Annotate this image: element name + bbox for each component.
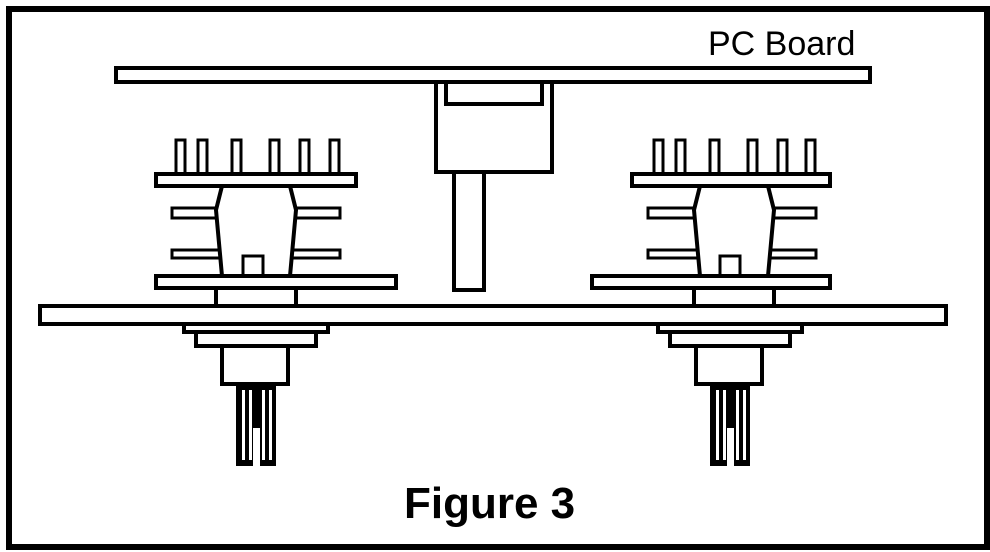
switch-spacer-left	[214, 286, 298, 308]
center-housing-tab	[444, 80, 544, 106]
figure-caption: Figure 3	[404, 479, 575, 528]
front-panel	[38, 304, 948, 326]
switch-bushing-left	[220, 344, 290, 386]
switch-spacer-right	[692, 286, 776, 308]
switch-shaft-left	[236, 384, 276, 466]
switch-nut-right	[668, 330, 792, 348]
rotary-switch-right	[590, 138, 832, 466]
switch-pins-right	[652, 138, 817, 176]
switch-detent-left	[241, 254, 265, 278]
switch-shaft-right	[710, 384, 750, 466]
switch-bushing-right	[694, 344, 764, 386]
switch-pins-left	[174, 138, 341, 176]
pc-board	[114, 66, 872, 84]
switch-detent-right	[718, 254, 742, 278]
center-component	[434, 80, 554, 292]
center-shaft	[452, 170, 486, 292]
rotary-switch-left	[154, 138, 398, 466]
pc-board-label: PC Board	[708, 25, 855, 63]
switch-nut-left	[194, 330, 318, 348]
